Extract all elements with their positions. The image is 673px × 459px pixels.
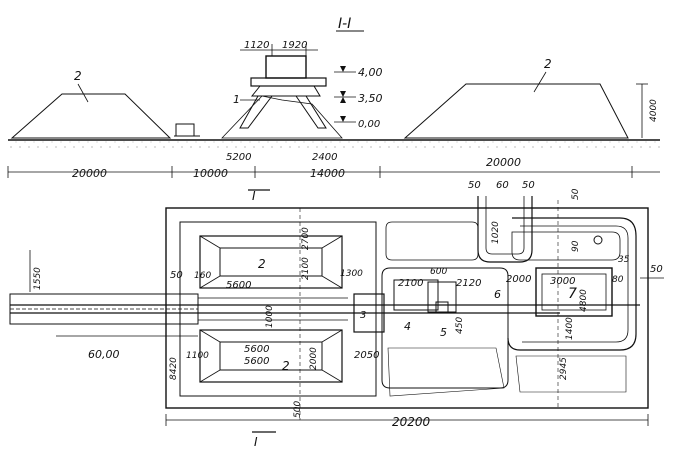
label-6: 6 [494,288,501,301]
dim-1020: 1020 [491,221,501,244]
dim-bottom-4: 20000 [486,156,521,169]
dim-5200: 5200 [226,152,251,163]
dim-bottom-1: 20000 [72,167,107,180]
pile-plan-bottom-label: 2 [282,359,290,373]
level-000: 0,00 [358,119,380,130]
dim-top-50a: 50 [468,180,481,191]
dim-80: 80 [612,275,624,285]
dim-4800: 4800 [579,289,589,312]
dim-1550: 1550 [33,267,43,290]
dim-500: 500 [293,401,303,418]
label-5: 5 [440,326,447,339]
label-35: 35 [618,255,630,265]
dim-top-60: 60 [496,180,509,191]
dim-bottom-2: 10000 [193,167,228,180]
dim-2000-vert: 2000 [309,347,319,370]
dim-50-right: 50 [650,264,663,275]
dim-bottom-3: 14000 [310,167,345,180]
section-view: I-I 2 1 1120 1920 [7,16,660,180]
plan-dimension-labels: 50 60 50 50 2700 1020 90 50 50 1550 160 … [33,180,663,429]
plan-dim-lines [29,200,664,426]
machine-cabin [265,55,307,79]
unit-3 [353,293,385,333]
dim-1400: 1400 [565,317,575,340]
cut-mark-top: I [252,189,256,203]
dim-2120: 2120 [456,278,481,289]
label-7: 7 [568,286,577,302]
dim-2100a: 2100 [398,278,423,289]
unit-5 [427,281,457,313]
dim-top-50b: 50 [522,180,535,191]
plant-area: 3 4 5 6 [353,267,509,389]
dim-2945: 2945 [559,357,569,380]
site-boundary [165,207,649,409]
level-400: 4,00 [358,66,383,79]
ground-line [8,139,660,149]
dim-2050: 2050 [354,350,379,361]
pile-label-left: 2 [74,69,82,83]
dim-4000: 4000 [649,99,659,122]
dim-6000: 60,00 [88,348,120,361]
pile-plan-top: 2 [199,235,343,289]
pile-label-right: 2 [544,57,552,71]
dim-3000: 3000 [550,276,575,287]
dim-1300: 1300 [340,269,363,279]
width-1120: 1120 [244,40,269,51]
cut-mark-bottom: I [254,435,258,449]
pile-plan-top-label: 2 [258,257,266,271]
pile-right: 2 4000 [403,57,659,139]
dim-2700-v: 2700 [301,227,311,250]
dim-5600-top: 5600 [226,280,251,291]
level-marks: 4,00 3,50 0,00 [334,66,383,130]
machine-unit: 1 1120 1920 [174,40,343,139]
dim-2400: 2400 [312,152,337,163]
dim-90: 90 [571,240,581,252]
building-7: 7 35 [535,255,630,317]
section-dimensions: 5200 2400 20000 10000 14000 20000 [7,152,660,180]
unit-4 [393,279,439,311]
dim-1000: 1000 [265,305,275,328]
label-3: 3 [360,310,366,321]
dim-20200: 20200 [392,415,431,429]
dim-600: 600 [430,267,447,277]
dim-2100-vert: 2100 [301,257,311,280]
width-1920: 1920 [282,40,307,51]
site-roads [385,196,637,397]
dim-450: 450 [455,317,465,334]
dim-5600-b: 5600 [244,356,269,367]
pile-plan-bottom: 2 [199,329,343,383]
dim-top-50c: 50 [571,188,581,200]
dim-160: 160 [194,271,211,281]
plan-view: I I 2 2 [9,180,664,449]
level-350: 3,50 [358,92,383,105]
conveyor [9,293,640,325]
machine-label: 1 [233,93,240,106]
dim-2000: 2000 [506,274,531,285]
dim-50-left: 50 [170,270,183,281]
pile-left: 2 [10,69,172,139]
label-4: 4 [404,320,411,333]
section-title: I-I [338,16,351,32]
dim-1100: 1100 [186,351,209,361]
dim-5600-a: 5600 [244,344,269,355]
dim-8420: 8420 [169,357,179,380]
